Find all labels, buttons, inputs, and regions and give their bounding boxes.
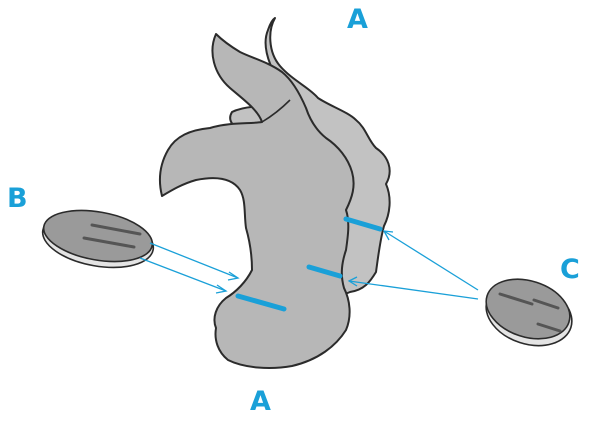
arrowhead-c-2 (347, 276, 358, 287)
rabbit-piece-front (159, 33, 355, 369)
arrowhead-b-1 (227, 271, 240, 281)
part-label-a-bottom: A (250, 386, 271, 417)
part-label-a-top: A (347, 4, 368, 35)
slot-back (343, 216, 383, 232)
disc-b-slot-2 (82, 236, 136, 249)
part-label-c: C (560, 254, 580, 285)
stand-disc-c (485, 278, 573, 347)
disc-b-slot-1 (90, 223, 142, 236)
disc-b-top (42, 209, 154, 263)
leader-c-to-front-slot (348, 280, 479, 300)
stand-disc-b (41, 209, 155, 269)
leader-b-to-slot-1 (149, 242, 239, 279)
rabbit-piece-front-shape (159, 33, 355, 369)
part-label-b: B (7, 183, 28, 214)
disc-c-slot-1 (498, 292, 534, 306)
slot-front-upper (306, 264, 343, 279)
arrowhead-b-2 (215, 284, 228, 294)
arrowhead-c-1 (382, 230, 394, 241)
leader-lines (139, 230, 479, 300)
slot-front-lower (235, 293, 287, 312)
slots (235, 216, 383, 312)
leader-c-to-back-slot (383, 230, 479, 291)
disc-c-slot-2 (532, 298, 560, 310)
rabbit-ear-fold (261, 99, 291, 123)
disc-c-top (485, 278, 571, 340)
disc-c-slot-3 (536, 322, 562, 333)
leader-b-to-slot-2 (139, 257, 227, 292)
